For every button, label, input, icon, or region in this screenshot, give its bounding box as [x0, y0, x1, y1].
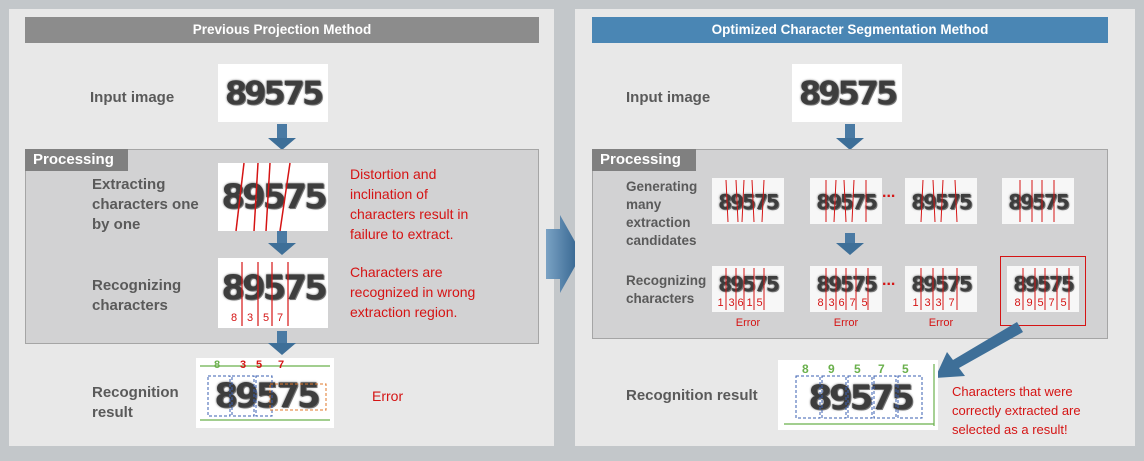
rc1-error: Error	[735, 317, 761, 329]
selected-candidate-frame	[1000, 256, 1086, 326]
right-arrow-1-head	[836, 138, 864, 150]
recog-candidate-1-digits: 89575	[718, 272, 780, 296]
left-arrow-2-head	[268, 243, 296, 255]
candidate-image-2: 89575	[810, 178, 882, 224]
right-result-top-digit-1: 8	[802, 362, 809, 376]
select-arrow-icon	[935, 322, 1023, 378]
rc2-digit-5: 5	[861, 297, 868, 309]
left-result-frames	[200, 365, 330, 421]
rc4-digit-4: 7	[1048, 297, 1055, 309]
rc4-digit-5: 5	[1060, 297, 1067, 309]
right-result-image: 89575 8 9 5 7 5	[778, 360, 938, 430]
recog-ellipsis: ...	[882, 272, 896, 289]
rc3-error: Error	[928, 317, 954, 329]
recog-candidate-3-lines	[920, 268, 958, 310]
left-recog-split-lines	[241, 262, 289, 326]
right-input-digits: 89575	[798, 74, 898, 112]
candidate-4-split-lines	[1019, 180, 1055, 222]
left-result-top-digit-3: 5	[256, 359, 263, 371]
left-extract-image: 89575	[218, 162, 328, 232]
left-arrow-3	[277, 331, 287, 343]
rc2-digit-1: 8	[817, 297, 824, 309]
candidate-1-digits: 89575	[718, 190, 780, 214]
recog-candidate-4: 89575 8 9 5 7 5	[1007, 266, 1079, 312]
rc3-digit-4: 7	[948, 297, 955, 309]
left-recog-digits: 89575	[221, 268, 327, 308]
right-result-label: Recognition result	[626, 387, 758, 404]
rc1-digit-1: 1	[717, 297, 724, 309]
candidate-image-3: 89575	[905, 178, 977, 224]
recog-candidate-2: 89575 8 3 6 7 5	[810, 266, 882, 312]
left-result-top-digit-2: 3	[240, 359, 247, 371]
right-processing-tag: Processing	[592, 149, 696, 171]
rc2-digit-4: 7	[849, 297, 856, 309]
rc3-digit-1: 1	[912, 297, 919, 309]
left-result-top-digit-1: 8	[214, 359, 221, 371]
left-recog-digit-2: 3	[246, 312, 254, 324]
left-recog-image: 89575 8 3 5 7	[218, 258, 328, 328]
right-result-top-digit-4: 7	[878, 362, 885, 376]
left-recog-digit-1: 8	[230, 312, 238, 324]
rc4-digit-3: 5	[1037, 297, 1044, 309]
right-arrow-2	[845, 233, 855, 243]
rc1-digit-5: 5	[756, 297, 763, 309]
right-input-image: 89575	[792, 64, 902, 122]
rc1-digit-2: 3	[728, 297, 735, 309]
right-arrow-1	[845, 124, 855, 138]
rc4-digit-2: 9	[1026, 297, 1033, 309]
left-recog-digit-3: 5	[262, 312, 270, 324]
recog-candidate-4-lines	[1022, 268, 1070, 310]
left-result-top-digit-4: 7	[278, 359, 285, 371]
right-result-top-digit-5: 5	[902, 362, 909, 376]
candidate-image-4: 89575	[1002, 178, 1074, 224]
left-processing-tag: Processing	[25, 149, 128, 171]
rc3-digit-2: 3	[924, 297, 931, 309]
left-result-note: Error	[372, 388, 404, 404]
recog-candidate-2-lines	[825, 268, 869, 310]
left-banner: Previous Projection Method	[25, 17, 539, 43]
candidate-3-split-lines	[920, 179, 958, 223]
recog-candidate-3: 89575 1 3 3 7	[905, 266, 977, 312]
left-arrow-1	[277, 124, 287, 138]
left-recog-digit-4: 7	[276, 312, 284, 324]
candidate-image-1: 89575	[712, 178, 784, 224]
rc2-digit-2: 3	[828, 297, 835, 309]
recog-candidate-1: 89575 1 3 6 1 5	[712, 266, 784, 312]
rc2-digit-3: 6	[838, 297, 845, 309]
left-arrow-3-head	[268, 343, 296, 355]
left-result-image: 89575 8 3 5 7	[196, 358, 334, 428]
right-result-digits: 89575	[808, 378, 914, 418]
rc1-digit-4: 1	[746, 297, 753, 309]
candidate-ellipsis: ...	[882, 184, 896, 201]
right-banner: Optimized Character Segmentation Method	[592, 17, 1108, 43]
candidate-4-digits: 89575	[1008, 190, 1070, 214]
center-arrow-icon	[546, 215, 582, 293]
rc1-digit-3: 6	[737, 297, 744, 309]
candidate-2-split-lines	[825, 179, 867, 223]
rc2-error: Error	[833, 317, 859, 329]
candidate-1-split-lines	[725, 179, 765, 223]
left-arrow-2	[277, 231, 287, 243]
rc3-digit-3: 3	[935, 297, 942, 309]
right-result-frames	[784, 364, 935, 426]
left-input-image: 89575	[218, 64, 328, 122]
right-result-top-digit-3: 5	[854, 362, 861, 376]
left-extract-split-lines	[235, 162, 291, 232]
rc4-digit-1: 8	[1014, 297, 1021, 309]
left-input-digits: 89575	[224, 74, 324, 112]
right-arrow-2-head	[836, 243, 864, 255]
left-arrow-1-head	[268, 138, 296, 150]
right-input-label: Input image	[626, 89, 711, 106]
recog-candidate-1-lines	[725, 268, 765, 310]
right-result-top-digit-2: 9	[828, 362, 835, 376]
left-input-label: Input image	[90, 89, 175, 106]
